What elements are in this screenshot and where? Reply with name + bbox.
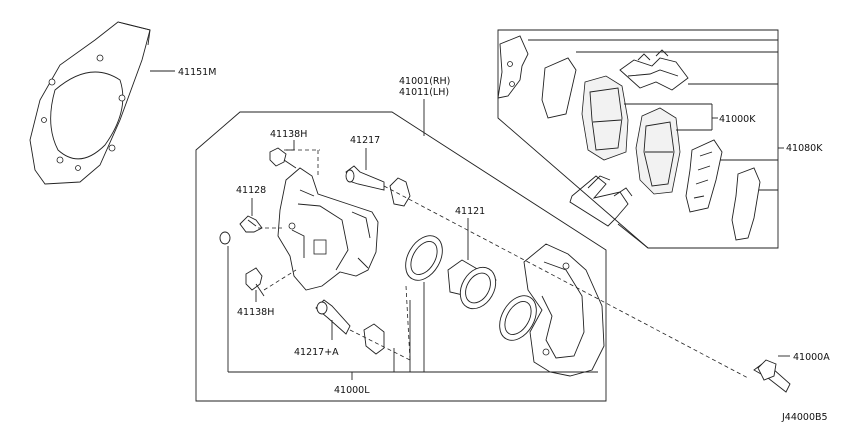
mount-bolt-41000a xyxy=(753,359,791,393)
label-41138h-top: 41138H xyxy=(270,129,307,140)
label-41000k: 41000K xyxy=(719,114,756,125)
piston-boot xyxy=(499,295,537,341)
caliper-body xyxy=(277,167,379,291)
label-41138h-bottom: 41138H xyxy=(237,307,274,318)
label-41217: 41217 xyxy=(350,135,380,146)
caliper-bracket xyxy=(523,243,605,377)
pad-kit-parts xyxy=(497,35,689,195)
label-41151m: 41151M xyxy=(178,67,216,78)
hardware-clips xyxy=(569,139,761,241)
piston-seal xyxy=(405,235,443,281)
label-41128: 41128 xyxy=(236,185,266,196)
splash-shield xyxy=(29,21,151,185)
label-41011-lh: 41011(LH) xyxy=(399,87,449,98)
pin-boot-bottom xyxy=(363,323,385,355)
label-41001-rh: 41001(RH) xyxy=(399,76,450,87)
bolt-41138h-bottom xyxy=(245,267,265,297)
pin-boot-top xyxy=(389,177,411,207)
label-41121: 41121 xyxy=(455,206,485,217)
diagram-code: J44000B5 xyxy=(781,412,828,423)
label-41000a: 41000A xyxy=(793,352,830,363)
piston-41121 xyxy=(447,259,497,310)
guide-pin-41217a xyxy=(315,299,351,335)
bleeder-screw-41128 xyxy=(219,215,263,245)
label-41080k: 41080K xyxy=(786,143,823,154)
guide-pin-41217 xyxy=(345,165,385,191)
pad-kit-frame xyxy=(497,29,779,249)
caliper-assembly-frame xyxy=(195,111,607,402)
label-41217a: 41217+A xyxy=(294,347,339,358)
bolt-41138h-top xyxy=(269,147,297,169)
label-41000l: 41000L xyxy=(334,385,370,396)
